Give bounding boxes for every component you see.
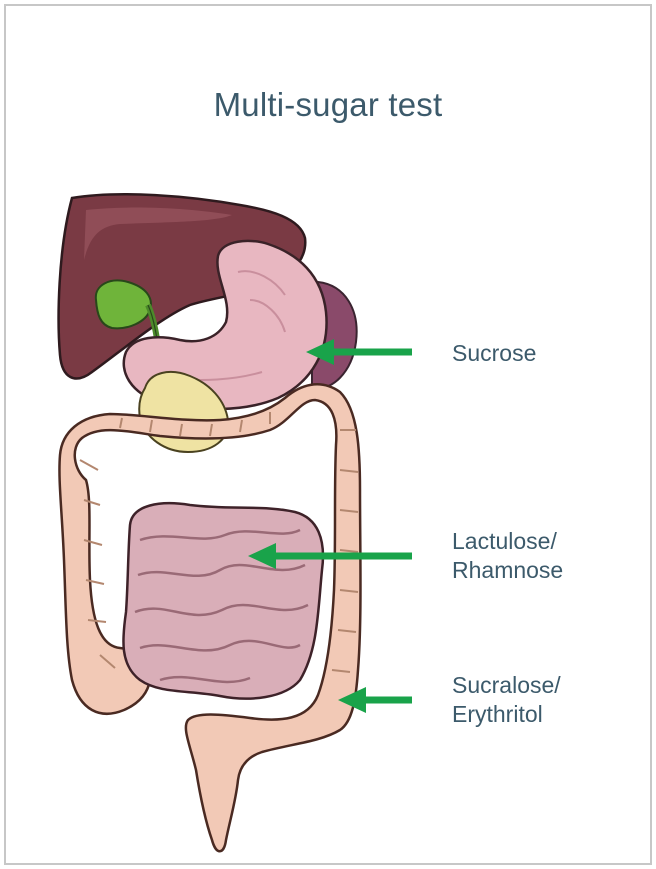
label-sucrose: Sucrose xyxy=(452,339,536,368)
arrow-lactulose xyxy=(248,543,412,569)
label-lactulose-rhamnose: Lactulose/ Rhamnose xyxy=(452,527,563,585)
label-sucrose-text: Sucrose xyxy=(452,339,536,368)
label-lactulose-line2: Rhamnose xyxy=(452,556,563,585)
label-sucralose-line2: Erythritol xyxy=(452,700,561,729)
label-sucralose-erythritol: Sucralose/ Erythritol xyxy=(452,671,561,729)
label-sucralose-line1: Sucralose/ xyxy=(452,671,561,700)
label-lactulose-line1: Lactulose/ xyxy=(452,527,563,556)
